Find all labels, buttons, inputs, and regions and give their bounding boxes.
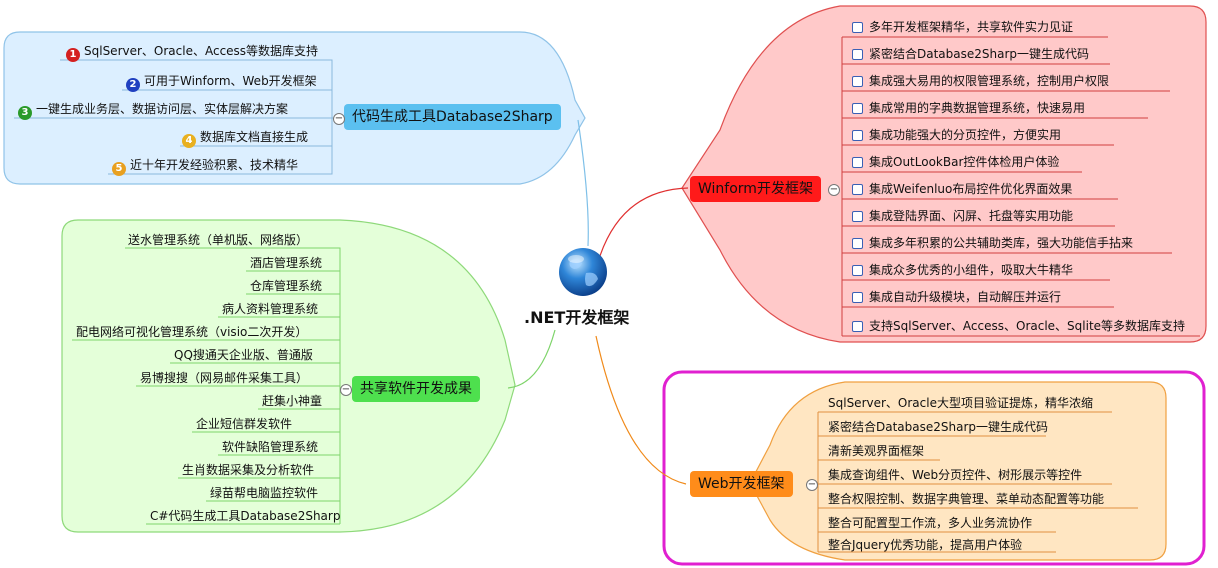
list-item: 易博搜搜（网易邮件采集工具）	[140, 371, 309, 385]
checkbox-icon	[852, 130, 863, 141]
number-1-icon: 1	[66, 48, 80, 62]
winform-branch-title[interactable]: Winform开发框架	[690, 176, 821, 202]
list-item: 生肖数据采集及分析软件	[182, 463, 315, 477]
list-item: 整合Jquery优秀功能，提高用户体验	[828, 538, 1023, 552]
minus-icon[interactable]: −	[340, 384, 352, 396]
connector-codegen	[577, 119, 589, 247]
list-item: 集成登陆界面、闪屏、托盘等实用功能	[852, 208, 1073, 224]
checkbox-icon	[852, 157, 863, 168]
list-item: 赶集小神童	[262, 394, 323, 408]
list-item: 软件缺陷管理系统	[222, 440, 319, 454]
list-item: 集成多年积累的公共辅助类库，强大功能信手拈来	[852, 235, 1133, 251]
list-item: 集成强大易用的权限管理系统，控制用户权限	[852, 73, 1109, 89]
list-item: 清新美观界面框架	[828, 444, 925, 458]
checkbox-icon	[852, 49, 863, 60]
list-item: 集成查询组件、Web分页控件、树形展示等控件	[828, 468, 1083, 482]
codegen-branch-shape	[3, 31, 586, 185]
list-item: 仓库管理系统	[250, 279, 323, 293]
checkbox-icon	[852, 211, 863, 222]
list-item: 整合权限控制、数据字典管理、菜单动态配置等功能	[828, 492, 1105, 506]
list-item: 病人资料管理系统	[222, 302, 319, 316]
checkbox-icon	[852, 184, 863, 195]
list-item: C#代码生成工具Database2Sharp	[150, 509, 341, 523]
checkbox-icon	[852, 321, 863, 332]
shared-branch-shape	[61, 219, 516, 533]
center-node-label: .NET开发框架	[524, 308, 630, 327]
list-item: 多年开发框架精华，共享软件实力见证	[852, 19, 1073, 35]
list-item: 酒店管理系统	[250, 256, 323, 270]
list-item: 集成众多优秀的小组件，吸取大牛精华	[852, 262, 1073, 278]
connector-shared	[507, 329, 556, 389]
minus-icon[interactable]: −	[828, 184, 840, 196]
minus-icon[interactable]: −	[806, 479, 818, 491]
number-5-icon: 5	[112, 162, 126, 176]
list-item: 企业短信群发软件	[196, 417, 293, 431]
list-item: 绿苗帮电脑监控软件	[210, 486, 319, 500]
number-2-icon: 2	[126, 78, 140, 92]
list-item: 集成功能强大的分页控件，方便实用	[852, 127, 1061, 143]
list-item: SqlServer、Oracle大型项目验证提炼，精华浓缩	[828, 396, 1093, 410]
number-3-icon: 3	[18, 106, 32, 120]
codegen-branch-title[interactable]: 代码生成工具Database2Sharp	[344, 104, 561, 130]
list-item: QQ搜通天企业版、普通版	[174, 348, 313, 362]
connector-web	[595, 335, 687, 485]
checkbox-icon	[852, 22, 863, 33]
list-item: 配电网络可视化管理系统（visio二次开发）	[76, 325, 308, 339]
list-item: 集成常用的字典数据管理系统，快速易用	[852, 100, 1085, 116]
checkbox-icon	[852, 76, 863, 87]
connector-winform	[597, 187, 689, 263]
web-branch-shape	[749, 381, 1167, 561]
globe-icon	[559, 248, 607, 296]
list-item: 集成OutLookBar控件体检用户体验	[852, 154, 1059, 170]
list-item: 紧密结合Database2Sharp一键生成代码	[852, 46, 1089, 62]
list-item: 集成自动升级模块，自动解压并运行	[852, 289, 1061, 305]
winform-branch-shape	[681, 5, 1207, 343]
minus-icon[interactable]: −	[333, 113, 345, 125]
list-item: 集成Weifenluo布局控件优化界面效果	[852, 181, 1072, 197]
shared-branch-title[interactable]: 共享软件开发成果	[352, 376, 480, 402]
list-item: 整合可配置型工作流，多人业务流协作	[828, 516, 1033, 530]
list-item: 送水管理系统（单机版、网络版）	[128, 233, 309, 247]
checkbox-icon	[852, 103, 863, 114]
list-item: 紧密结合Database2Sharp一键生成代码	[828, 420, 1049, 434]
number-4-icon: 4	[182, 134, 196, 148]
checkbox-icon	[852, 238, 863, 249]
checkbox-icon	[852, 265, 863, 276]
checkbox-icon	[852, 292, 863, 303]
list-item: 支持SqlServer、Access、Oracle、Sqlite等多数据库支持	[852, 318, 1185, 334]
web-branch-title[interactable]: Web开发框架	[690, 471, 793, 497]
web-highlight-frame	[662, 370, 1206, 566]
